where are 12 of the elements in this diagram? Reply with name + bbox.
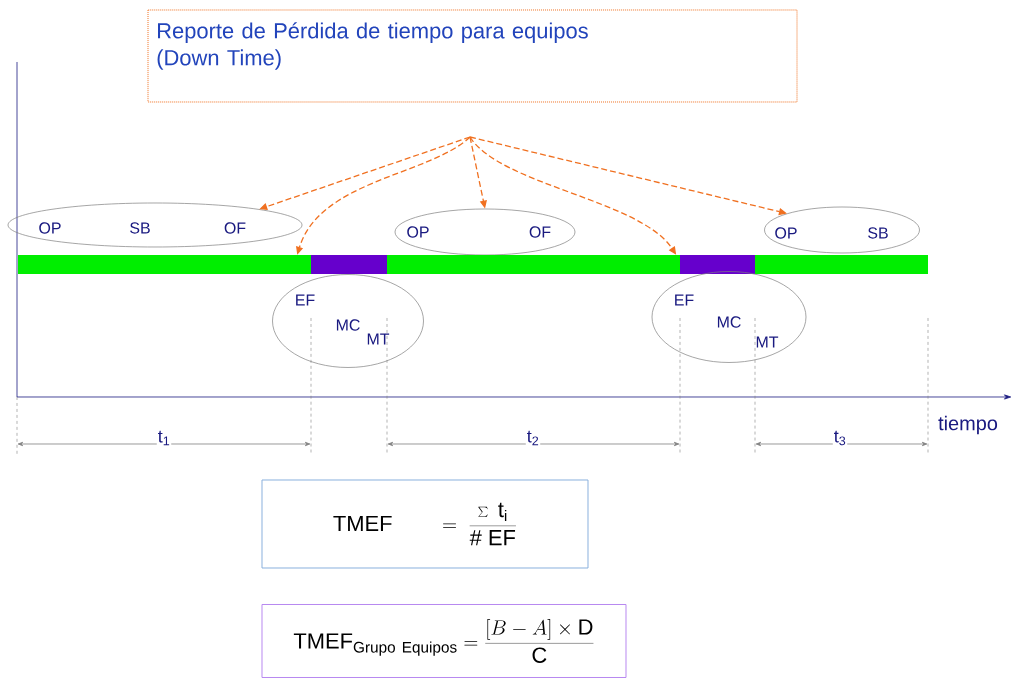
axis-label: tiempo: [937, 414, 999, 436]
time-bar-segment: [18, 255, 311, 274]
formula-box: $\mathrm{TMEF}\qquad=\;\frac{\sum\ \mathrm{t}_{\mathrm{i}}}{\#\ \mathrm{EF}}$: [261, 479, 589, 569]
title: Reporte de Pérdida de tiempo para equipos (Down Time): [157, 22, 588, 70]
time-label: t$_{3}$: [832, 429, 848, 447]
time-label: t$_{1}$: [156, 429, 172, 447]
time-bar-segment: [755, 255, 928, 274]
time-label: t$_{2}$: [525, 429, 541, 447]
formula-box: $\mathrm{TMEF}_{\mathrm{Grupo\ Equipos}}=\frac{[B-A]\times\mathrm{D}}{\mathrm{C}}$: [261, 604, 627, 678]
time-bar-segment: [387, 255, 680, 274]
time-bar-segment: [680, 255, 755, 274]
time-bar-segment: [311, 255, 387, 274]
